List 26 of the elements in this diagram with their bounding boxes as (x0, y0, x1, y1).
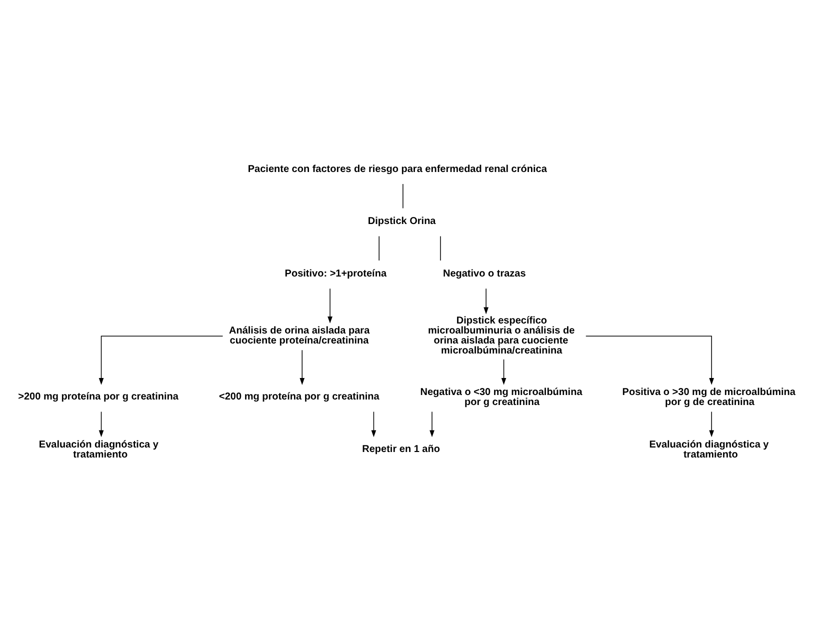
node-text: Negativo o trazas (442, 268, 526, 280)
node-text: <200 mg proteína por g creatinina (219, 392, 380, 403)
node-text: Evaluación diagnóstica y tratamiento (649, 439, 769, 460)
node-text: Negativa o <30 mg microalbúmina por g creatinina (420, 386, 582, 408)
arrow (586, 336, 714, 385)
node-text: Positivo: >1+proteína (284, 268, 387, 280)
arrow (328, 288, 332, 324)
node-text: Paciente con factores de riesgo para enfermedad renal crónica (248, 164, 547, 175)
arrow (98, 411, 104, 438)
node-text: Dipstick Orina (368, 216, 436, 228)
node-text: Análisis de orina aislada para cuociente proteína/creatinina (229, 325, 370, 346)
arrow (709, 411, 714, 438)
node-text: Positiva o >30 mg de microalbúmina por g de creatinina (622, 386, 796, 408)
arrow (371, 411, 376, 438)
arrow (300, 350, 305, 385)
node-text: Dipstick específico microalbuminuria o análisis de orina aislada para cuociente microalbúmina/creatinina (428, 315, 575, 356)
node-text: Evaluación diagnóstica y tratamiento (38, 439, 158, 460)
connector (402, 184, 404, 209)
connector (440, 236, 441, 261)
arrow (484, 288, 488, 314)
node-text: >200 mg proteína por g creatinina (18, 392, 178, 403)
arrow (501, 359, 506, 385)
node-text: Repetir en 1 año (362, 444, 440, 455)
connector (378, 236, 380, 261)
arrow (430, 411, 434, 438)
arrow (98, 336, 224, 385)
